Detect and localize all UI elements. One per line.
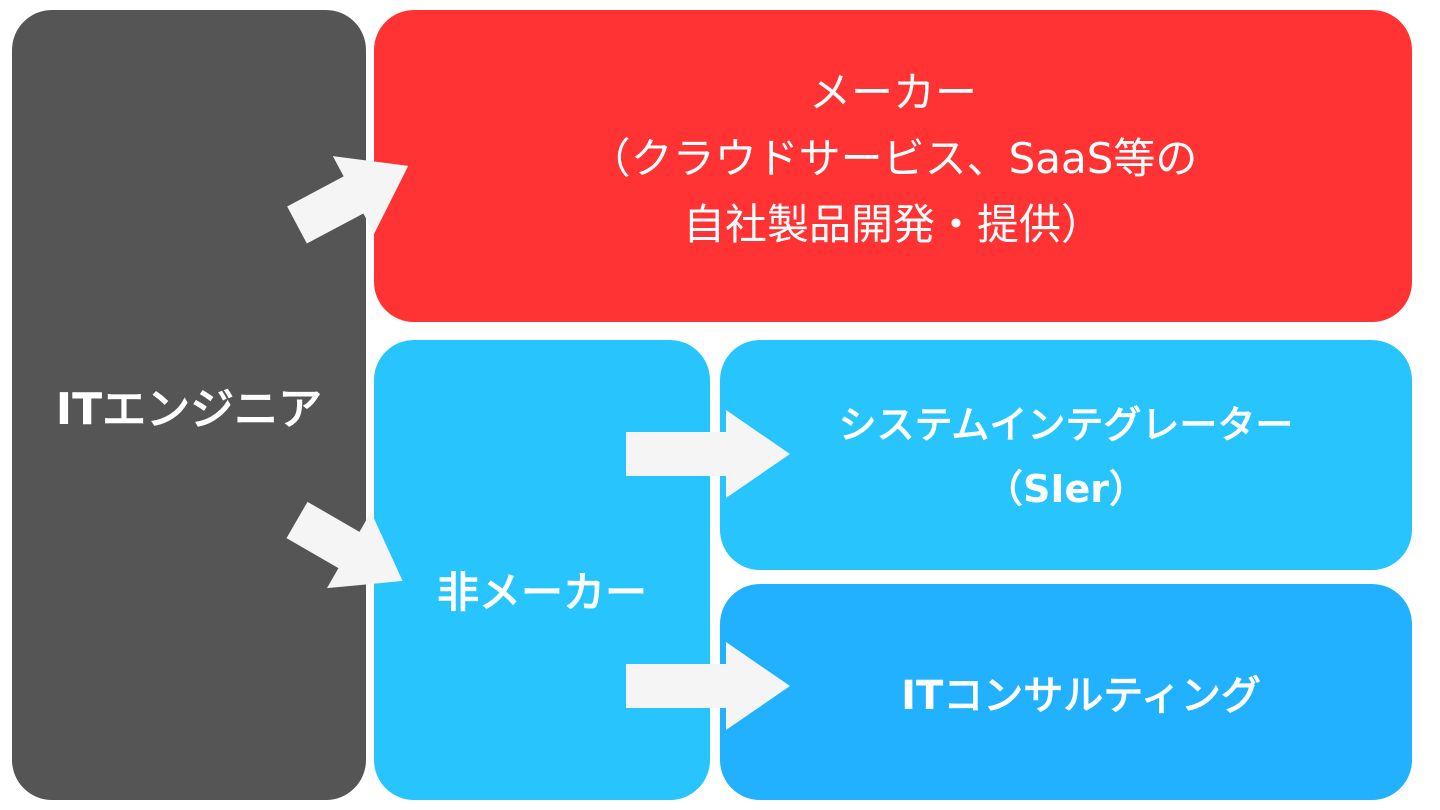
maker-description-line-2: 自社製品開発・提供） xyxy=(682,200,1103,249)
sier-box: システムインテグレーター （SIer） xyxy=(720,340,1412,570)
it-engineer-box: ITエンジニア xyxy=(12,10,366,800)
non-maker-box: 非メーカー xyxy=(374,340,710,800)
sier-title: システムインテグレーター xyxy=(838,403,1294,447)
it-consulting-label: ITコンサルティング xyxy=(901,673,1261,719)
sier-abbreviation: （SIer） xyxy=(984,467,1148,511)
maker-description-line-1: （クラウドサービス、SaaS等の xyxy=(588,134,1198,183)
non-maker-label: 非メーカー xyxy=(436,567,647,617)
it-consulting-box: ITコンサルティング xyxy=(720,584,1412,800)
it-engineer-label: ITエンジニア xyxy=(55,384,323,435)
maker-title: メーカー xyxy=(808,68,977,117)
maker-box: メーカー （クラウドサービス、SaaS等の 自社製品開発・提供） xyxy=(374,10,1412,322)
